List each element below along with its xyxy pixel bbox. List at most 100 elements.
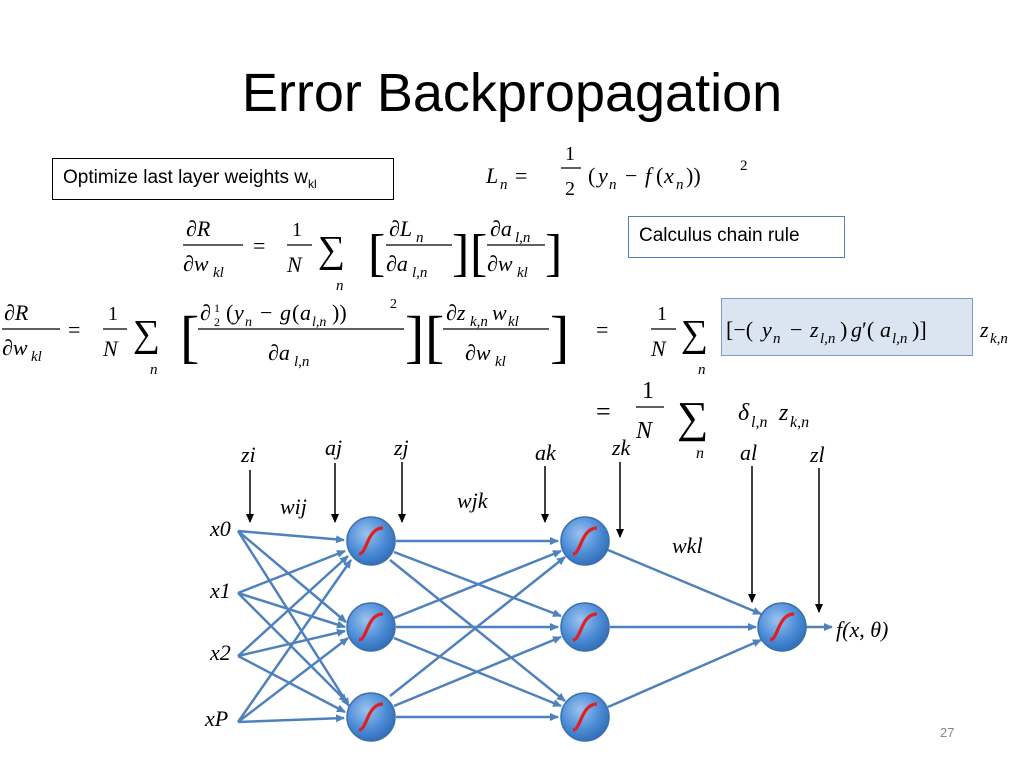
input-label-x2: x2: [209, 640, 231, 665]
svg-text:=: =: [253, 233, 265, 258]
svg-text:N: N: [650, 336, 667, 361]
neuron-h1-1: [346, 516, 396, 566]
edge: [237, 549, 346, 595]
slide-title: Error Backpropagation: [241, 63, 783, 123]
neuron-h1-3: [346, 692, 396, 742]
svg-text:]: ]: [550, 304, 569, 369]
svg-text:∑: ∑: [133, 313, 160, 355]
edge: [237, 714, 345, 724]
svg-text:=: =: [68, 317, 80, 342]
edge: [237, 529, 345, 544]
label-al: al: [740, 440, 757, 465]
svg-text:y: y: [596, 163, 608, 188]
svg-text:)): )): [332, 300, 347, 325]
svg-text:2: 2: [740, 158, 748, 174]
svg-text:1: 1: [292, 219, 302, 241]
svg-text:y: y: [760, 317, 772, 342]
svg-text:L: L: [485, 163, 498, 188]
svg-text:∂a: ∂a: [268, 340, 290, 365]
svg-text:n: n: [336, 278, 344, 294]
edge: [607, 638, 762, 709]
svg-text:∂w: ∂w: [2, 335, 28, 360]
svg-text:(: (: [226, 300, 233, 325]
highlight-box: [721, 298, 973, 356]
svg-text:y: y: [232, 300, 244, 325]
edge: [236, 559, 353, 723]
svg-text:l,n: l,n: [820, 331, 835, 347]
input-label-x1: x1: [209, 578, 231, 603]
page-number: 27: [940, 725, 955, 740]
weight-label-wjk: wjk: [457, 488, 489, 513]
svg-text:∂L: ∂L: [389, 216, 412, 241]
label-zj: zj: [393, 435, 409, 460]
svg-text:n: n: [609, 177, 617, 193]
svg-text:[: [: [368, 225, 385, 282]
svg-text:−: −: [790, 317, 802, 342]
svg-text:a: a: [880, 317, 891, 342]
weight-label-wij: wij: [280, 494, 307, 519]
svg-text:n: n: [696, 445, 704, 462]
svg-text:l,n: l,n: [892, 331, 907, 347]
edge: [393, 635, 562, 708]
svg-text:1: 1: [565, 143, 575, 165]
label-zk: zk: [611, 435, 632, 460]
svg-text:kl: kl: [495, 354, 506, 370]
svg-text:∂a: ∂a: [490, 216, 512, 241]
svg-text:]: ]: [452, 225, 469, 282]
svg-text:)): )): [686, 163, 701, 188]
svg-text:N: N: [102, 336, 119, 361]
svg-text:∂w: ∂w: [465, 340, 491, 365]
svg-text:=: =: [596, 397, 611, 426]
svg-text:∂R: ∂R: [4, 300, 29, 325]
edge: [236, 530, 351, 707]
svg-text:[: [: [180, 304, 199, 369]
svg-text:∑: ∑: [677, 393, 708, 442]
svg-text:[: [: [425, 304, 444, 369]
edge: [607, 548, 762, 616]
chain-rule-box: Calculus chain rule: [628, 216, 845, 258]
svg-text:2: 2: [390, 297, 397, 312]
svg-text:kl: kl: [213, 265, 224, 281]
svg-text:kl: kl: [517, 265, 528, 281]
network-nodes: [346, 516, 807, 742]
svg-text:∂z: ∂z: [446, 300, 466, 325]
svg-text:∂a: ∂a: [386, 251, 408, 276]
svg-text:l,n: l,n: [515, 230, 530, 246]
label-zl: zl: [809, 442, 825, 467]
svg-text:]: ]: [405, 304, 424, 369]
edge: [393, 549, 562, 620]
svg-text:]: ]: [545, 225, 562, 282]
svg-text:∑: ∑: [681, 313, 708, 355]
signal-arrows: [246, 462, 823, 613]
edge: [237, 637, 349, 723]
svg-text:n: n: [416, 230, 424, 246]
svg-text:n: n: [773, 331, 781, 347]
svg-text:δ: δ: [738, 400, 750, 426]
svg-text:l,n: l,n: [312, 315, 326, 330]
edge: [237, 591, 346, 629]
svg-text:g: g: [851, 317, 862, 342]
svg-text:1: 1: [214, 301, 220, 315]
svg-text:∑: ∑: [318, 229, 345, 271]
svg-text:l,n: l,n: [412, 265, 427, 281]
svg-text:l,n: l,n: [751, 414, 767, 431]
svg-text:2: 2: [565, 178, 575, 200]
optimize-weights-text: Optimize last layer weights w: [63, 167, 308, 188]
neuron-h2-2: [560, 602, 610, 652]
svg-text:−: −: [260, 300, 272, 325]
optimize-weights-box: Optimize last layer weights wkl: [52, 158, 394, 200]
svg-text:∂R: ∂R: [186, 216, 211, 241]
svg-text:z: z: [979, 317, 989, 342]
svg-text:z: z: [778, 400, 789, 426]
svg-text:∂: ∂: [200, 300, 211, 325]
input-label-x0: x0: [209, 516, 231, 541]
svg-text:a: a: [300, 300, 311, 325]
neuron-output: [757, 602, 807, 652]
svg-text:w: w: [492, 300, 507, 325]
svg-text:f: f: [645, 163, 654, 188]
label-aj: aj: [325, 435, 342, 460]
svg-text:n: n: [698, 362, 706, 378]
